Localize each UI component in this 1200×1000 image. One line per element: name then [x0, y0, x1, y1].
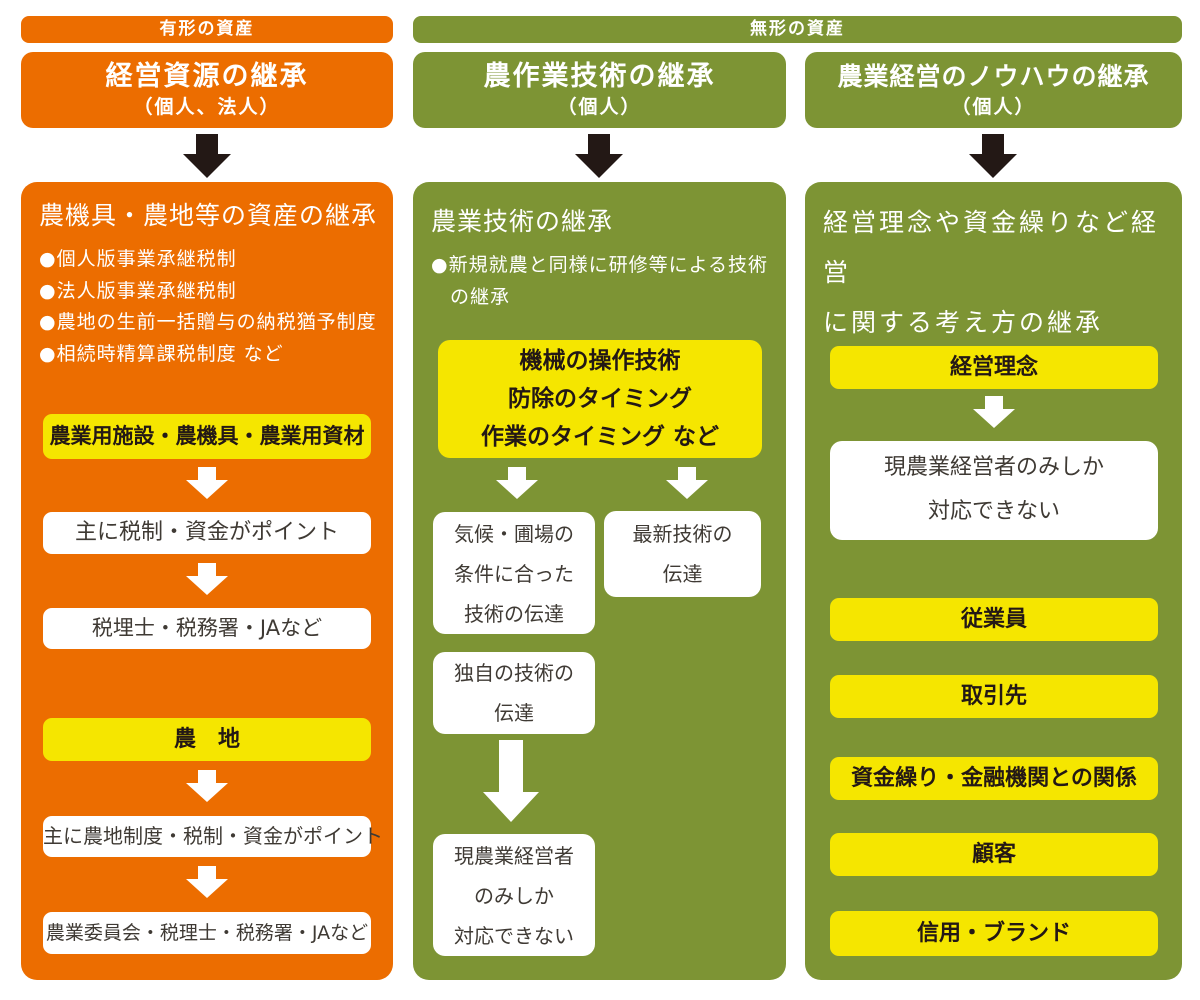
bullet-item: ●法人版事業承継税制	[39, 279, 237, 302]
panel3-heading: 経営理念や資金繰りなど経営 に関する考え方の継承	[823, 208, 1160, 337]
white-box-only-current-farmer: 現農業経営者のみしか 対応できない	[830, 441, 1158, 540]
bullet-item: ●相続時精算課税制度 など	[39, 342, 284, 365]
yellow-box-employees: 従業員	[830, 598, 1158, 641]
white-box-tax-accountant: 税埋士・税務署・JAなど	[43, 608, 371, 649]
down-arrow-icon	[575, 134, 623, 178]
down-arrow-icon	[973, 396, 1015, 428]
white-box-farmland-system-point: 主に農地制度・税制・資金がポイント	[43, 816, 383, 857]
yellow-box-farm-facilities: 農業用施設・農機具・農業用資材	[43, 414, 371, 459]
down-arrow-icon	[183, 134, 231, 178]
tangible-assets-panel: 農機具・農地等の資産の継承 ●個人版事業承継税制 ●法人版事業承継税制 ●農地の…	[21, 182, 393, 980]
bullet-item-continuation: の継承	[450, 285, 511, 308]
yellow-box-management-philosophy: 経営理念	[830, 346, 1158, 389]
down-arrow-icon	[186, 866, 228, 898]
down-arrow-icon	[186, 563, 228, 595]
farming-skill-panel: 農業技術の継承 ●新規就農と同様に研修等による技術 の継承 機械の操作技術 防除…	[413, 182, 786, 980]
white-box-agri-committee: 農業委員会・税理士・税務署・JAなど	[43, 912, 371, 954]
white-box-local-conditions: 気候・圃場の 条件に合った 技術の伝達	[433, 512, 595, 634]
white-box-only-current-farmer: 現農業経営者 のみしか 対応できない	[433, 834, 595, 956]
column2-subtitle: （個人）	[557, 96, 642, 118]
white-box-tax-funding-point: 主に税制・資金がポイント	[43, 512, 371, 554]
bullet-item: ●新規就農と同様に研修等による技術	[431, 254, 769, 276]
down-arrow-icon	[969, 134, 1017, 178]
bullet-item: ●農地の生前一括贈与の納税猶予制度	[39, 311, 377, 333]
column1-title: 経営資源の継承	[105, 61, 309, 92]
header-tangible-assets: 有形の資産	[21, 16, 393, 43]
header-intangible-assets: 無形の資産	[413, 16, 1182, 43]
column3-title: 農業経営のノウハウの継承	[837, 62, 1150, 91]
management-knowhow-panel: 経営理念や資金繰りなど経営 に関する考え方の継承 経営理念 現農業経営者のみしか…	[805, 182, 1182, 980]
column2-title-box: 農作業技術の継承 （個人）	[413, 52, 786, 128]
panel1-bullet-list: ●個人版事業承継税制 ●法人版事業承継税制 ●農地の生前一括贈与の納税猶予制度 …	[39, 244, 377, 370]
panel2-bullet-list: ●新規就農と同様に研修等による技術 の継承	[431, 250, 768, 313]
panel2-heading: 農業技術の継承	[431, 207, 614, 236]
bullet-item: ●個人版事業承継税制	[39, 248, 237, 270]
column3-subtitle: （個人）	[951, 96, 1036, 118]
white-box-unique-tech: 独自の技術の 伝達	[433, 652, 595, 734]
column1-subtitle: （個人、法人）	[133, 96, 281, 118]
down-arrow-icon	[186, 770, 228, 802]
down-arrow-icon	[496, 467, 538, 499]
yellow-box-business-partners: 取引先	[830, 675, 1158, 718]
yellow-box-financing-relations: 資金繰り・金融機関との関係	[830, 757, 1158, 800]
down-arrow-icon	[666, 467, 708, 499]
yellow-box-machine-skills: 機械の操作技術 防除のタイミング 作業のタイミング など	[438, 340, 762, 458]
yellow-box-farmland: 農 地	[43, 718, 371, 761]
down-arrow-icon	[483, 740, 539, 822]
yellow-box-customers: 顧客	[830, 833, 1158, 876]
white-box-latest-tech: 最新技術の 伝達	[604, 511, 761, 597]
column2-title: 農作業技術の継承	[483, 61, 716, 92]
down-arrow-icon	[186, 467, 228, 499]
panel1-heading: 農機具・農地等の資産の継承	[39, 201, 378, 230]
column3-title-box: 農業経営のノウハウの継承 （個人）	[805, 52, 1182, 128]
yellow-box-trust-brand: 信用・ブランド	[830, 911, 1158, 956]
column1-title-box: 経営資源の継承 （個人、法人）	[21, 52, 393, 128]
